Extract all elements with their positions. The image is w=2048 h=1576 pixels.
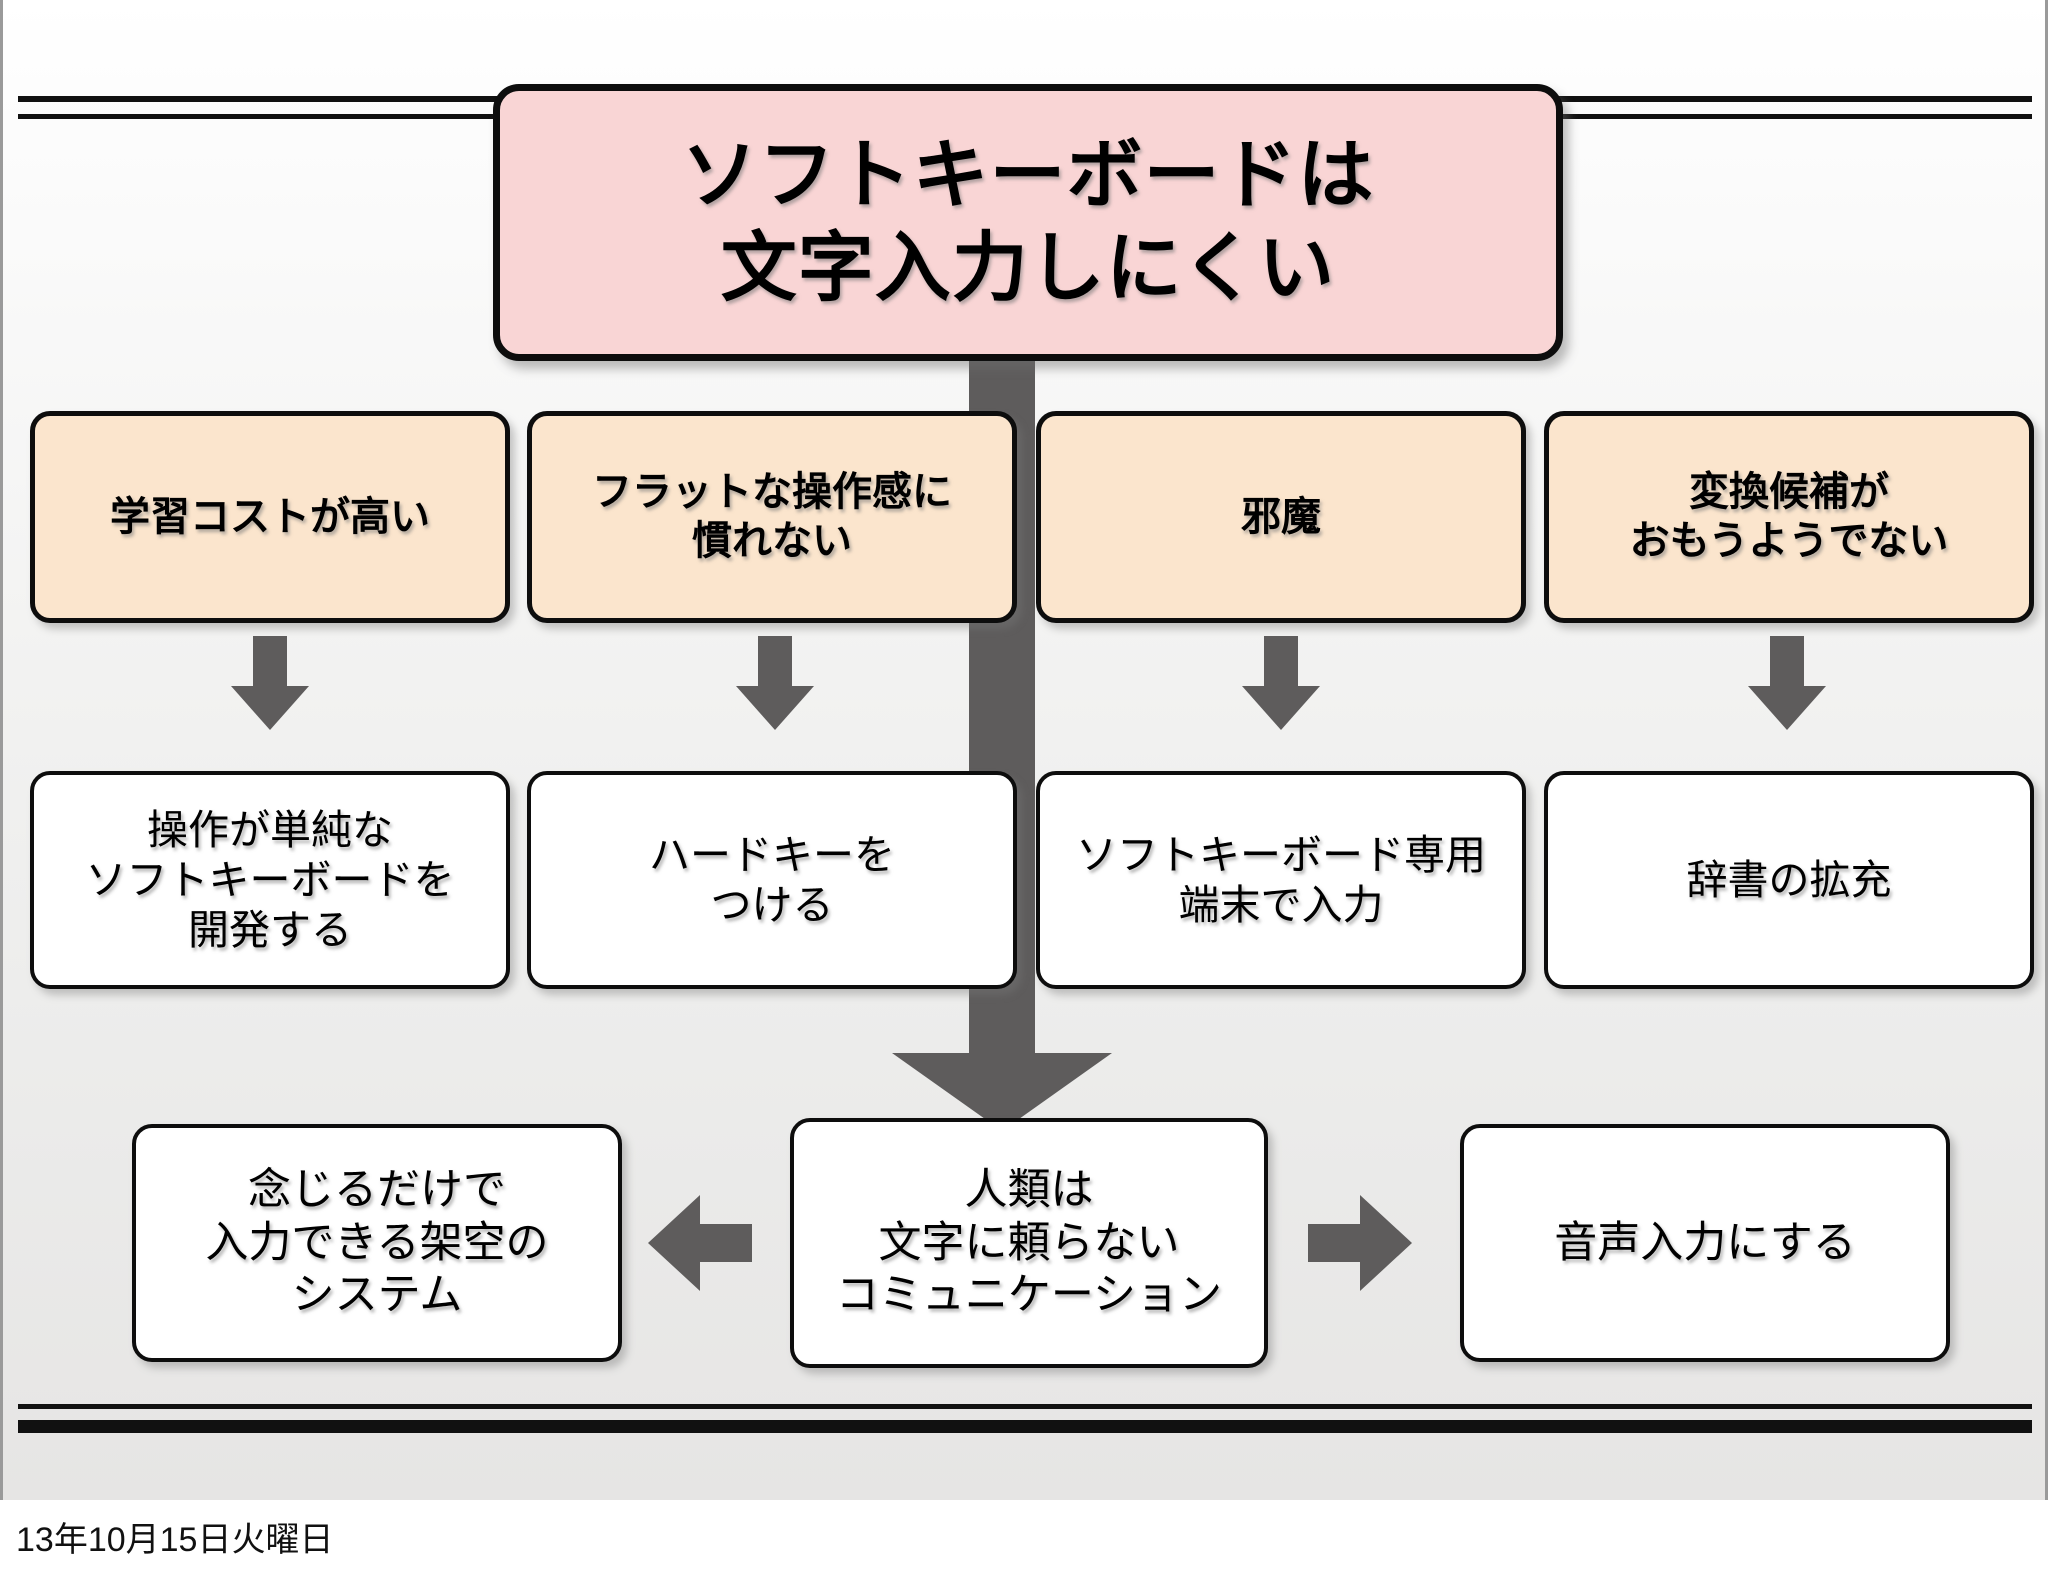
slide-right-edge [2045,0,2048,1500]
solution-box-3[interactable]: ソフトキーボード専用 端末で入力 [1036,771,1526,989]
cause-box-1[interactable]: 学習コストが高い [30,411,510,623]
solution-label-2: ハードキーを つける [649,831,895,928]
conclusion-center-box[interactable]: 人類は 文字に頼らない コミュニケーション [790,1118,1268,1368]
title-text: ソフトキーボードは 文字入力しにくい [681,132,1375,311]
footer-date: 13年10月15日火曜日 [16,1521,334,1559]
cause-label-4: 変換候補が おもうようでない [1629,470,1949,563]
conclusion-center-label: 人類は 文字に頼らない コミュニケーション [835,1166,1223,1320]
cause-box-4[interactable]: 変換候補が おもうようでない [1544,411,2034,623]
title-box: ソフトキーボードは 文字入力しにくい [493,84,1563,361]
slide-left-edge [0,0,3,1500]
cause-label-2: フラットな操作感に 慣れない [592,470,952,563]
conclusion-right-box[interactable]: 音声入力にする [1460,1124,1950,1362]
cause-label-1: 学習コストが高い [110,494,430,539]
bottom-rule-thick [18,1420,2032,1433]
solution-box-2[interactable]: ハードキーを つける [527,771,1017,989]
solution-box-4[interactable]: 辞書の拡充 [1544,771,2034,989]
solution-label-3: ソフトキーボード専用 端末で入力 [1076,831,1486,928]
bottom-rule-thin [18,1404,2032,1409]
cause-label-3: 邪魔 [1241,494,1321,539]
cause-box-2[interactable]: フラットな操作感に 慣れない [527,411,1017,623]
solution-label-4: 辞書の拡充 [1686,856,1892,903]
conclusion-left-box[interactable]: 念じるだけで 入力できる架空の システム [132,1124,622,1362]
conclusion-right-label: 音声入力にする [1554,1218,1856,1267]
cause-box-3[interactable]: 邪魔 [1036,411,1526,623]
solution-box-1[interactable]: 操作が単純な ソフトキーボードを 開発する [30,771,510,989]
solution-label-1: 操作が単純な ソフトキーボードを 開発する [85,806,455,953]
conclusion-left-label: 念じるだけで 入力できる架空の システム [205,1166,549,1320]
